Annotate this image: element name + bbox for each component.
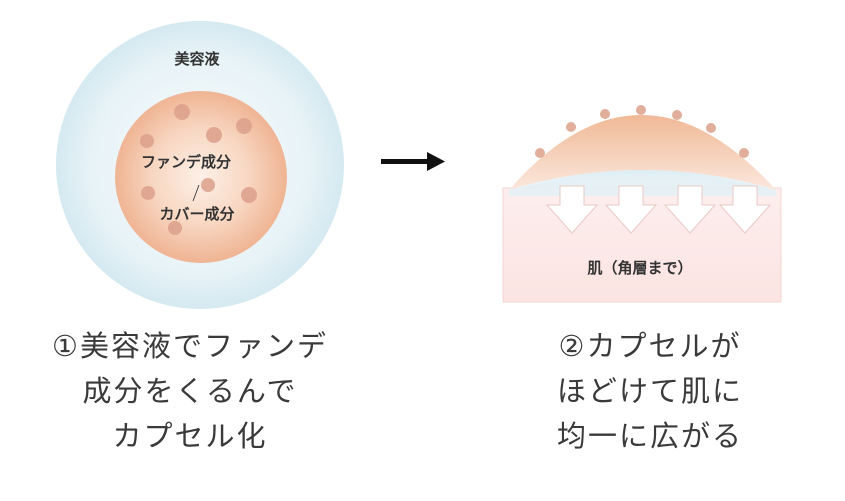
spread-arrows	[545, 185, 772, 234]
down-arrow-icon	[545, 185, 599, 234]
particle	[566, 122, 576, 132]
particle	[535, 148, 545, 158]
dome-particles	[535, 105, 749, 158]
particle	[739, 148, 749, 158]
caption-left: ①美容液でファンデ 成分をくるんで カプセル化	[20, 324, 360, 459]
caption-right-line: ほどけて肌に	[556, 374, 743, 408]
particle	[141, 186, 155, 200]
foundation-particles	[140, 104, 257, 235]
foundation-circle	[115, 91, 287, 263]
particle	[168, 221, 182, 235]
particle	[140, 134, 154, 148]
particle	[206, 127, 222, 143]
caption-left-line: カプセル化	[112, 419, 268, 453]
foundation-label: ファンデ成分	[141, 153, 231, 171]
caption-right: ②カプセルが ほどけて肌に 均一に広がる	[480, 324, 820, 459]
capsule-dome	[509, 115, 776, 190]
particle	[174, 104, 190, 120]
particle	[636, 105, 646, 115]
particle	[201, 178, 215, 192]
caption-right-line: 均一に広がる	[556, 419, 743, 453]
particle	[236, 118, 252, 134]
cover-label: カバー成分	[159, 205, 234, 223]
caption-left-line: 成分をくるんで	[82, 374, 298, 408]
particle	[600, 109, 610, 119]
down-arrow-icon	[604, 185, 658, 234]
particle	[672, 110, 682, 120]
label-leader-line	[192, 184, 200, 202]
down-arrow-icon	[718, 185, 772, 234]
serum-label: 美容液	[174, 50, 220, 68]
skin-label: 肌（角層まで）	[587, 259, 692, 277]
right-arrow-icon	[381, 152, 445, 171]
down-arrow-icon	[663, 185, 717, 234]
particle	[241, 187, 257, 203]
particle	[706, 123, 716, 133]
caption-right-line: ②カプセルが	[558, 329, 742, 363]
caption-left-line: ①美容液でファンデ	[52, 329, 328, 363]
